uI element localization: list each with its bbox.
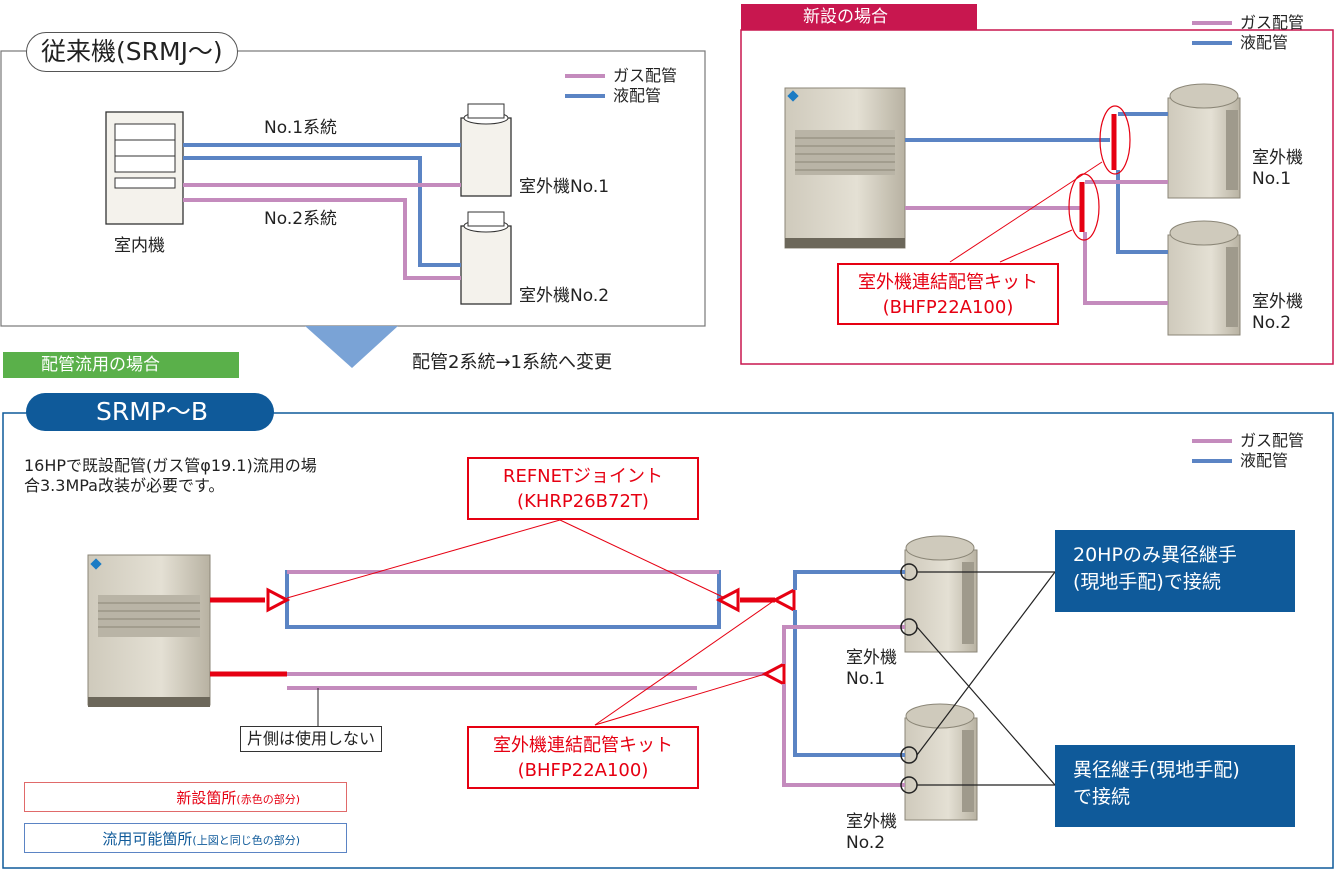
outdoor-unit-large-tr — [784, 87, 906, 249]
refnet-line2: (KHRP26B72T) — [517, 491, 649, 512]
reuse-frame — [2, 412, 1334, 869]
legend-top-right: ガス配管 液配管 — [1192, 13, 1304, 53]
outdoor-unit-small-tr1 — [1167, 83, 1241, 199]
kit-box-top: 室外機連結配管キット (BHFP22A100) — [837, 263, 1059, 325]
new-install-frame — [740, 29, 1334, 365]
b-out2-line1: 室外機 — [846, 812, 897, 832]
indoor-unit — [105, 111, 184, 225]
system1-label: No.1系統 — [264, 118, 338, 138]
tr-out1-line2: No.1 — [1252, 169, 1292, 190]
note-20hp: 20HPのみ異径継手 (現地手配)で接続 — [1055, 530, 1295, 612]
tr-outdoor2-label: 室外機 No.2 — [1252, 292, 1303, 335]
b-outdoor1-label: 室外機 No.1 — [846, 648, 897, 691]
tr-out1-line1: 室外機 — [1252, 148, 1303, 168]
legend-top-left: ガス配管 液配管 — [565, 66, 677, 106]
tr-outdoor1-label: 室外機 No.1 — [1252, 148, 1303, 191]
kit-top-line1: 室外機連結配管キット — [858, 272, 1038, 293]
kit-top-line2: (BHFP22A100) — [882, 297, 1014, 318]
b-out1-line2: No.1 — [846, 669, 886, 690]
indoor-unit-label: 室内機 — [114, 236, 165, 256]
outdoor-unit-large-bottom — [87, 554, 211, 707]
outdoor-unit-2-sketch — [460, 211, 512, 305]
tr-out2-line2: No.2 — [1252, 313, 1292, 334]
kit-box-bottom: 室外機連結配管キット (BHFP22A100) — [467, 726, 699, 789]
key-reuse: 流用可能箇所(上図と同じ色の部分) — [24, 823, 347, 853]
b-outdoor2-label: 室外機 No.2 — [846, 812, 897, 855]
outdoor-unit-small-tr2 — [1167, 220, 1241, 336]
key-new: 新設箇所(赤色の部分) — [24, 782, 347, 812]
key-reuse-label: 流用可能箇所 — [102, 829, 193, 848]
legend-gas-label: ガス配管 — [1240, 13, 1305, 32]
note20-line1: 20HPのみ異径継手 — [1073, 544, 1237, 566]
legend-gas-label: ガス配管 — [1240, 431, 1305, 450]
outdoor-unit-1-sketch — [460, 103, 512, 197]
down-arrow-icon — [305, 326, 398, 368]
unused-note: 片側は使用しない — [240, 726, 383, 752]
key-new-sub: (赤色の部分) — [236, 792, 300, 806]
reuse-tag: 配管流用の場合 — [3, 352, 239, 378]
outdoor-unit-bottom-1 — [904, 535, 978, 653]
legend-gas-label: ガス配管 — [613, 66, 678, 85]
outdoor2-label: 室外機No.2 — [519, 286, 610, 306]
new-install-tag: 新設の場合 — [741, 4, 977, 30]
key-reuse-sub: (上図と同じ色の部分) — [192, 833, 300, 847]
tr-out2-line1: 室外機 — [1252, 292, 1303, 312]
legend-bottom: ガス配管 液配管 — [1192, 431, 1304, 471]
legend-liquid-label: 液配管 — [1240, 33, 1289, 52]
change-text: 配管2系統→1系統へ変更 — [412, 352, 612, 373]
legend-liquid-label: 液配管 — [1240, 451, 1289, 470]
outdoor-unit-bottom-2 — [904, 703, 978, 821]
b-out2-line2: No.2 — [846, 833, 886, 854]
note-16hp: 16HPで既設配管(ガス管φ19.1)流用の場 合3.3MPa改装が必要です。 — [24, 456, 317, 496]
outdoor1-label: 室外機No.1 — [519, 177, 610, 197]
system2-label: No.2系統 — [264, 209, 338, 229]
refnet-box: REFNETジョイント (KHRP26B72T) — [467, 457, 699, 520]
refnet-line1: REFNETジョイント — [502, 466, 664, 487]
key-new-label: 新設箇所 — [176, 788, 237, 807]
b-out1-line1: 室外機 — [846, 648, 897, 668]
srmp-title: SRMP〜B — [26, 393, 274, 431]
note-reducer: 異径継手(現地手配) で接続 — [1055, 745, 1295, 827]
note20-line2: (現地手配)で接続 — [1073, 571, 1221, 593]
legend-liquid-label: 液配管 — [613, 86, 662, 105]
note-line2: 合3.3MPa改装が必要です。 — [24, 476, 225, 495]
note-line1: 16HPで既設配管(ガス管φ19.1)流用の場 — [24, 456, 317, 475]
noteb-line1: 異径継手(現地手配) — [1073, 759, 1240, 781]
kit-bottom-line1: 室外機連結配管キット — [493, 735, 673, 756]
noteb-line2: で接続 — [1073, 786, 1131, 808]
conventional-title: 従来機(SRMJ〜) — [26, 32, 238, 72]
kit-bottom-line2: (BHFP22A100) — [517, 760, 649, 781]
